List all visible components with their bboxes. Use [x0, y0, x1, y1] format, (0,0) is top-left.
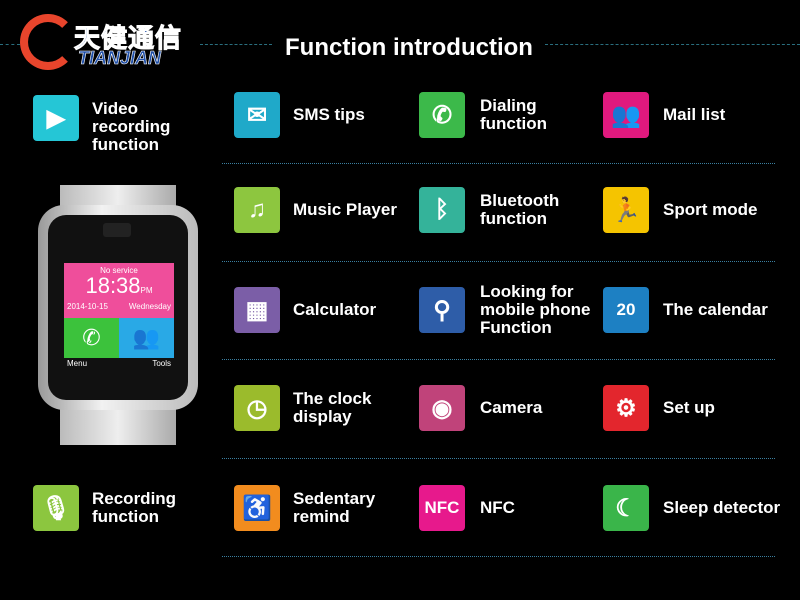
ampm: PM [140, 286, 153, 295]
camera-icon: ◉ [419, 385, 465, 431]
smartwatch-image: No service 18:38PM 2014-10-15 Wednesday ✆… [38, 185, 198, 445]
logo-swirl-icon [20, 14, 76, 70]
microphone-icon: 🎙 [33, 485, 79, 531]
feature-label: Set up [663, 398, 715, 417]
row-divider [222, 163, 775, 164]
feature-label: NFC [480, 498, 515, 517]
weekday: Wednesday [128, 302, 171, 311]
page-title: Function introduction [285, 34, 533, 61]
gear-icon: ⚙ [603, 385, 649, 431]
row-divider [222, 458, 775, 459]
watch-screen: No service 18:38PM 2014-10-15 Wednesday ✆… [64, 263, 174, 373]
runner-icon: 🏃 [603, 187, 649, 233]
clock-icon: ◷ [234, 385, 280, 431]
bluetooth-icon: ᛒ [419, 187, 465, 233]
phone-icon: ✆ [419, 92, 465, 138]
nfc-icon: NFC [419, 485, 465, 531]
seated-person-icon: ♿ [234, 485, 280, 531]
calculator-icon: ▦ [234, 287, 280, 333]
feature-label: Camera [480, 398, 543, 417]
feature-label: Looking for mobile phone Function [480, 282, 591, 337]
bluetooth-message-icon: ✉ [234, 92, 280, 138]
logo-chinese: 天健通信 [73, 23, 183, 54]
feature-label: Calculator [293, 300, 377, 319]
divider [545, 44, 800, 45]
divider [0, 44, 20, 45]
feature-label: Music Player [293, 200, 397, 219]
calendar-icon: 20 [603, 287, 649, 333]
music-note-icon: ♫ [234, 187, 280, 233]
feature-label: Bluetooth function [480, 191, 560, 228]
row-divider [222, 359, 775, 360]
feature-label: The clock display [293, 389, 372, 426]
feature-label: Recording function [92, 489, 177, 526]
menu-softkey: Menu [67, 359, 88, 368]
feature-label: Mail list [663, 105, 726, 124]
brand-logo: 天健通信 TIANJIAN [18, 12, 203, 72]
feature-label: Sport mode [663, 200, 758, 219]
phone-tile-icon: ✆ [64, 318, 119, 358]
feature-label: SMS tips [293, 105, 365, 124]
feature-label: Sedentary remind [293, 489, 376, 526]
camera-lens-icon [103, 223, 131, 237]
feature-label: The calendar [663, 300, 768, 319]
feature-label: Video recording function [92, 99, 171, 154]
logo-english: TIANJIAN [78, 48, 162, 69]
status-text: No service [100, 266, 138, 275]
feature-label: Sleep detector [663, 498, 781, 517]
video-camera-icon: ▶ [33, 95, 79, 141]
sleep-icon: ☾ [603, 485, 649, 531]
time: 18:38 [85, 273, 141, 298]
contacts-tile-icon: 👥 [119, 318, 174, 358]
contacts-icon: 👥 [603, 92, 649, 138]
divider [200, 44, 272, 45]
row-divider [222, 261, 775, 262]
feature-label: Dialing function [480, 96, 548, 133]
tools-softkey: Tools [152, 359, 171, 368]
magnifier-icon: ⚲ [419, 287, 465, 333]
row-divider [222, 556, 775, 557]
date: 2014-10-15 [67, 302, 108, 311]
